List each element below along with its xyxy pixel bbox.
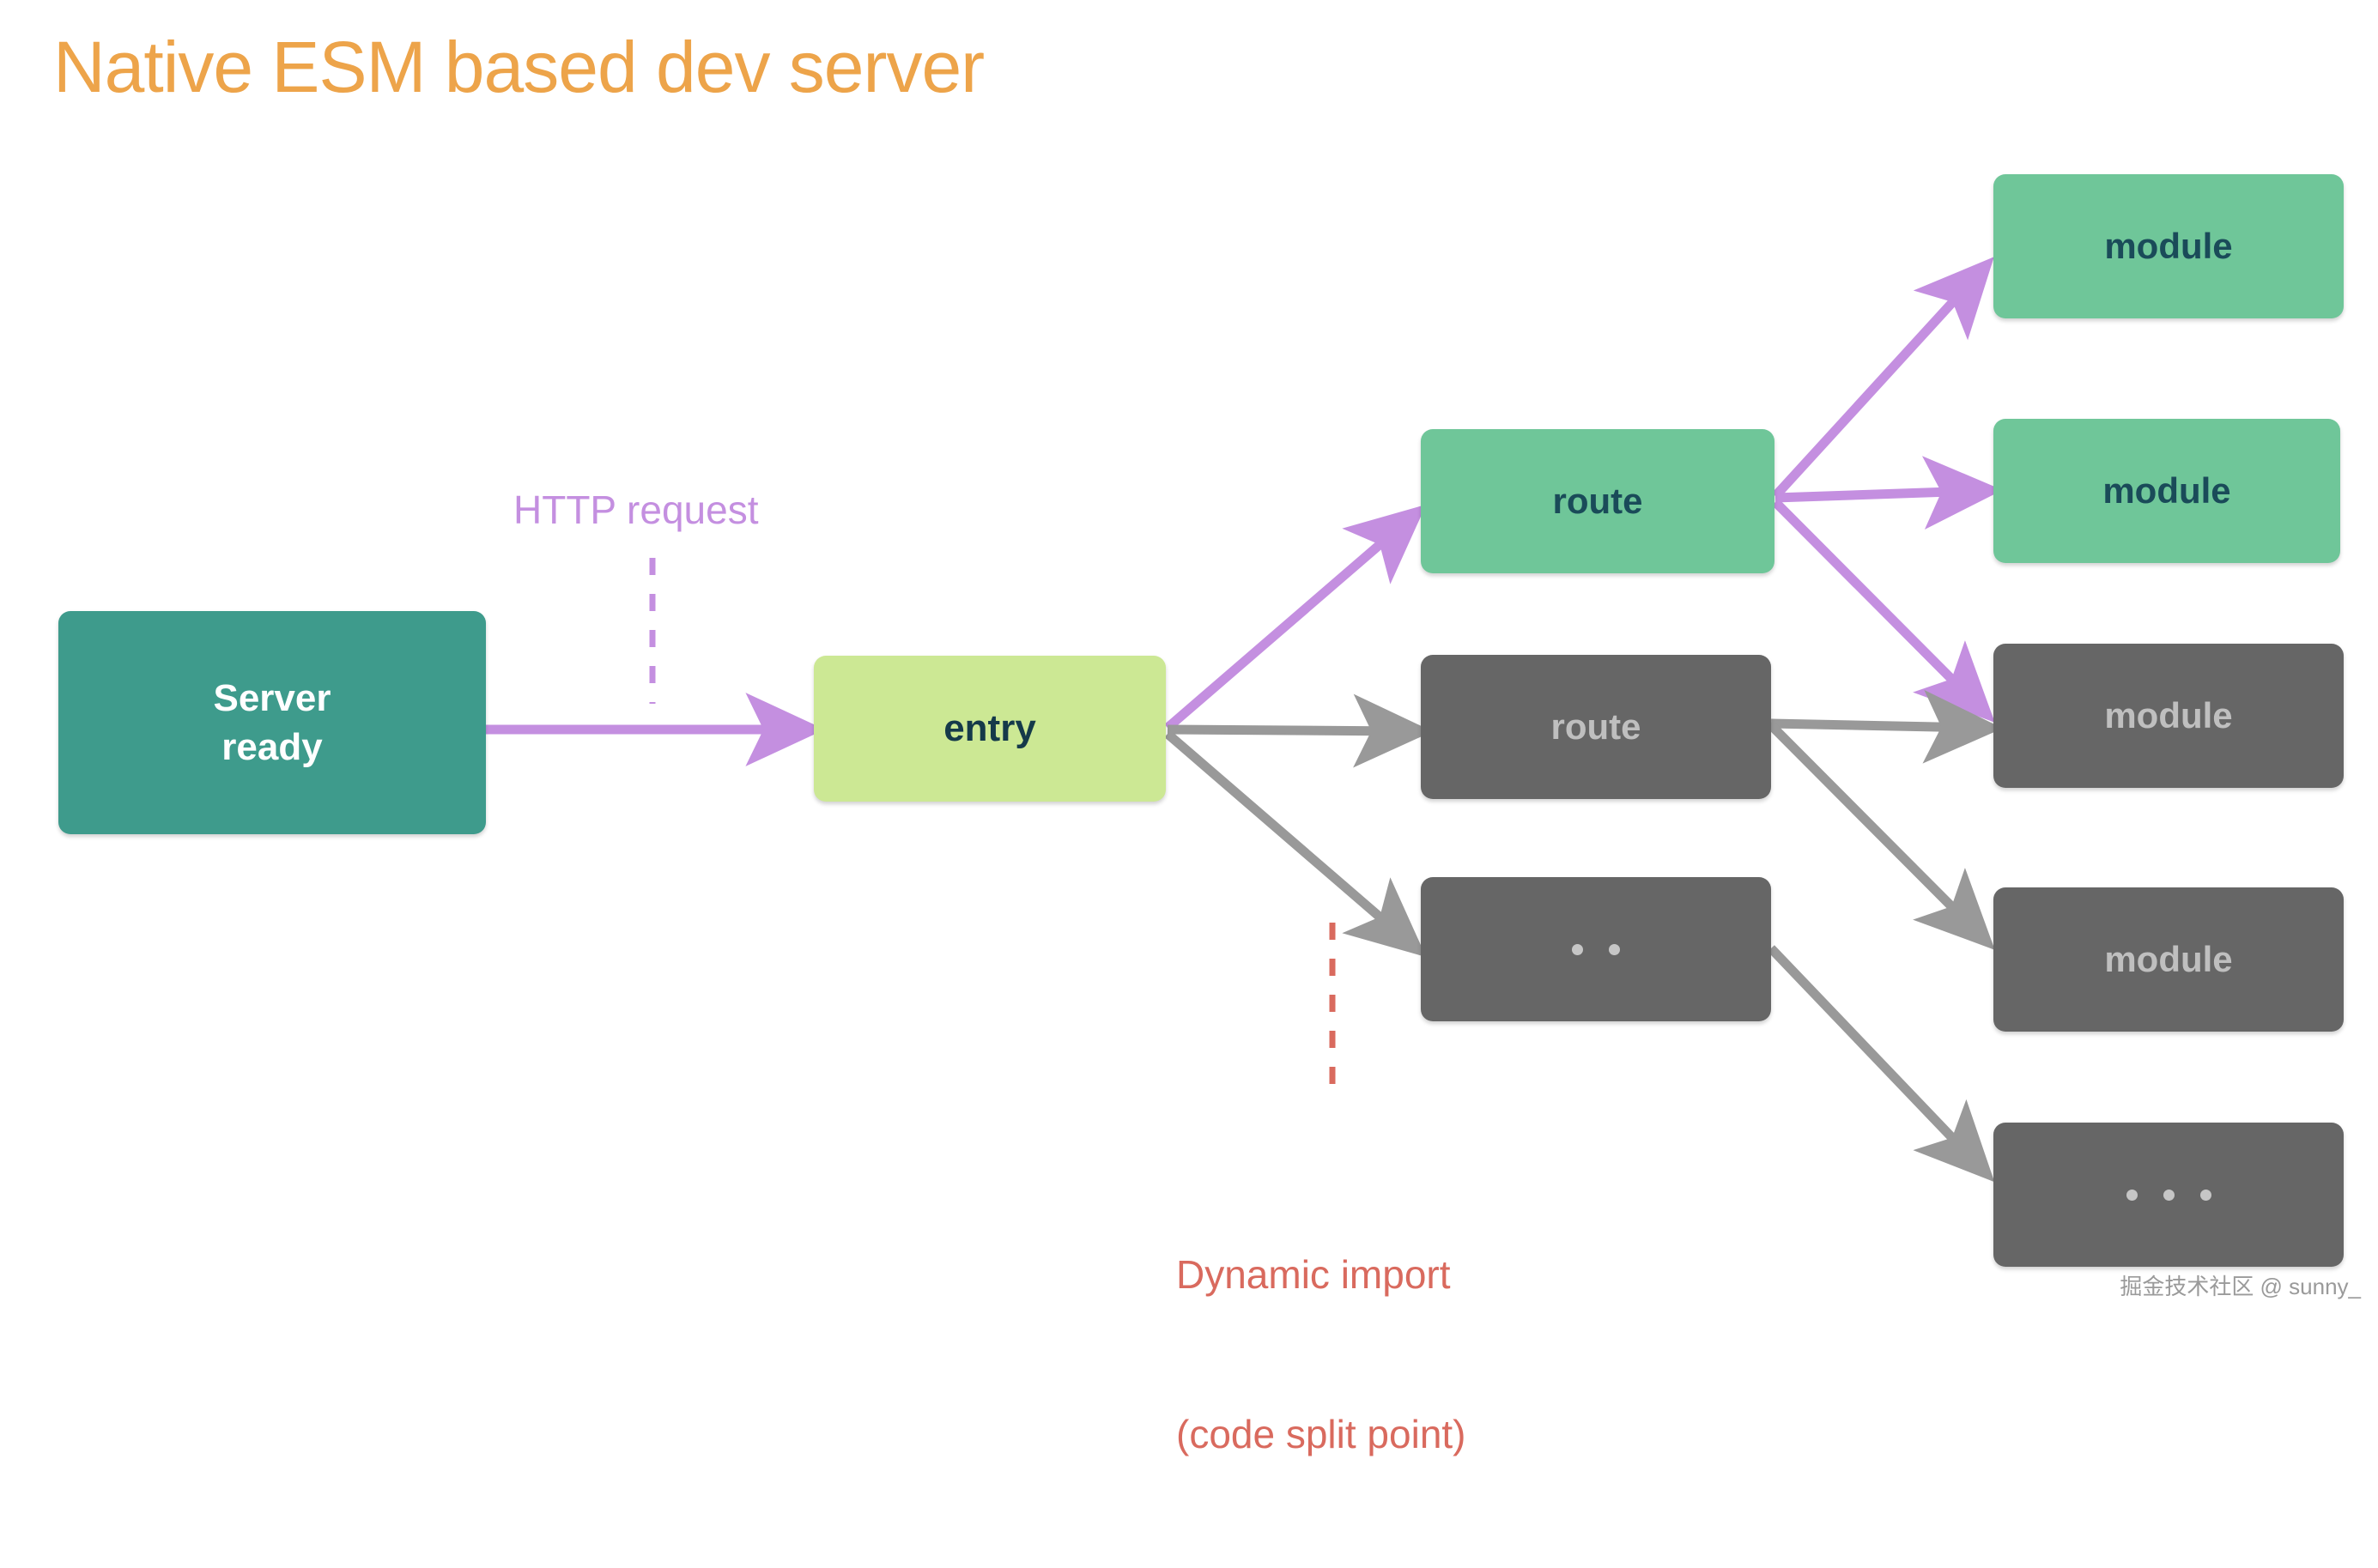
diagram-canvas: Native ESM based dev server: [53, 27, 2361, 1456]
node-server-ready[interactable]: Server ready: [58, 611, 486, 834]
edge-route-inactive-to-module-4: [1768, 722, 1995, 950]
edge-entry-to-route-active: [1164, 504, 1427, 732]
edge-route-inactive-to-module-3: [1770, 689, 2003, 764]
edge-route-active-to-module-3: [1772, 499, 1995, 723]
node-route-inactive-label: route: [1550, 705, 1641, 747]
edge-route-active-to-module-1: [1771, 257, 1994, 499]
ellipsis-two-icon: [1572, 943, 1620, 955]
node-server-ready-line2: ready: [221, 726, 323, 768]
edge-route-active-to-module-2: [1774, 456, 2003, 530]
label-http-request: HTTP request: [513, 487, 759, 532]
node-module-1-label: module: [2104, 225, 2233, 266]
node-module-4-label: module: [2104, 938, 2233, 979]
node-route-inactive[interactable]: route: [1421, 655, 1771, 799]
node-module-3[interactable]: module: [1993, 644, 2344, 788]
edge-entry-to-more-two: [1164, 730, 1427, 958]
node-entry-label: entry: [943, 707, 1036, 750]
edge-entry-to-route-inactive: [1167, 693, 1433, 768]
label-dynamic-import: Dynamic import (code split point): [1176, 1141, 1466, 1568]
page-title: Native ESM based dev server: [53, 27, 985, 107]
node-module-2-label: module: [2102, 469, 2231, 511]
ellipsis-three-icon: [2126, 1189, 2211, 1201]
node-server-ready-line1: Server: [213, 676, 331, 719]
node-more-three[interactable]: [1993, 1123, 2344, 1267]
watermark: 掘金技术社区 @ sunny_: [2120, 1274, 2361, 1299]
node-module-4[interactable]: module: [1993, 887, 2344, 1032]
node-route-active-label: route: [1552, 480, 1643, 521]
edge-more-two-to-more-three: [1768, 945, 1995, 1183]
node-route-active[interactable]: route: [1421, 429, 1774, 573]
node-entry[interactable]: entry: [814, 656, 1166, 802]
node-module-3-label: module: [2104, 694, 2233, 736]
node-more-two[interactable]: [1421, 877, 1771, 1021]
node-module-2[interactable]: module: [1993, 419, 2340, 563]
label-dynamic-import-line2: (code split point): [1176, 1412, 1466, 1457]
node-module-1[interactable]: module: [1993, 174, 2344, 318]
label-dynamic-import-line1: Dynamic import: [1176, 1252, 1451, 1298]
